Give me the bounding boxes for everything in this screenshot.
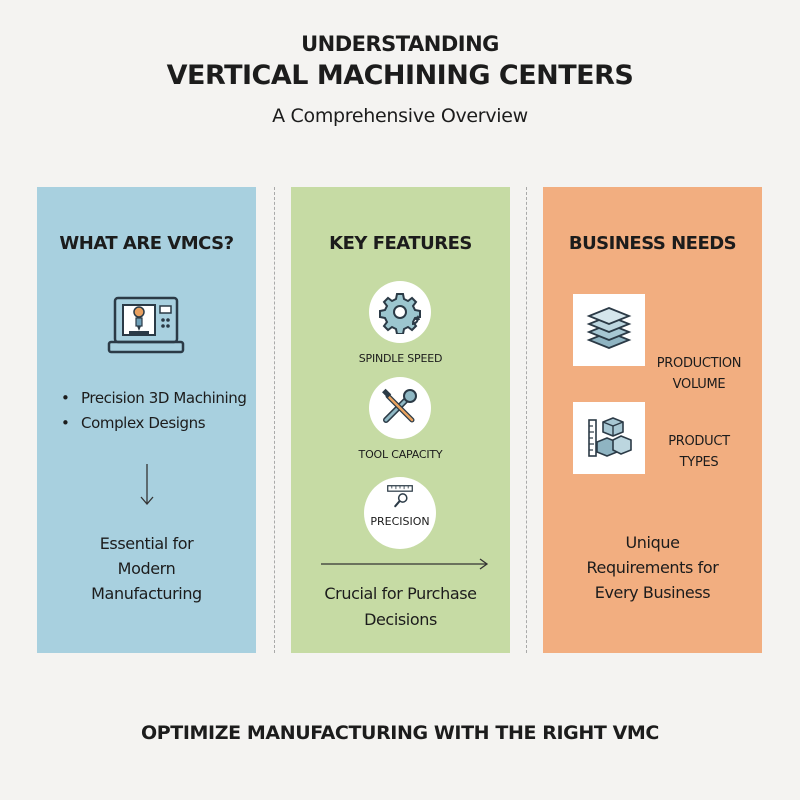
column-divider-1 <box>274 187 275 653</box>
layers-stack-icon <box>586 307 632 349</box>
feature-label: SPINDLE SPEED <box>358 352 443 365</box>
column-business-needs: BUSINESS NEEDS PRODUCTION VOLUME PRODUCT <box>543 187 762 653</box>
summary-line: Unique <box>625 533 680 552</box>
title-line-2: VERTICAL MACHINING CENTERS <box>166 60 634 91</box>
title-line-1: UNDERSTANDING <box>301 32 499 56</box>
feature-badge: PRECISION <box>364 477 436 549</box>
feature-badge <box>369 281 431 343</box>
need-label-line: PRODUCTION <box>656 356 742 371</box>
feature-label: PRECISION <box>370 515 430 528</box>
need-icon-box <box>573 402 645 474</box>
column-summary: Essential for Modern Manufacturing <box>37 531 256 606</box>
summary-line: Crucial for Purchase <box>324 584 477 603</box>
need-label-line: PRODUCT <box>668 434 730 449</box>
down-arrow-icon <box>140 464 154 505</box>
summary-line: Requirements for <box>586 558 719 577</box>
cubes-ruler-icon <box>588 417 632 457</box>
summary-line: Manufacturing <box>91 584 202 603</box>
column-what-are-vmcs: WHAT ARE VMCS? • Precision 3D Machining •… <box>37 187 256 653</box>
ruler-magnifier-icon <box>387 485 413 508</box>
summary-line: Decisions <box>364 610 437 629</box>
bullet-text: Complex Designs <box>81 414 206 432</box>
summary-line: Essential for <box>99 534 194 553</box>
column-title: KEY FEATURES <box>329 233 472 254</box>
column-divider-2 <box>526 187 527 653</box>
list-item: • Complex Designs <box>61 411 251 436</box>
right-arrow-icon <box>321 558 489 570</box>
summary-line: Every Business <box>594 583 711 602</box>
bullet-glyph: • <box>61 414 70 432</box>
need-label: PRODUCTION VOLUME <box>644 353 754 395</box>
column-title: BUSINESS NEEDS <box>568 233 737 254</box>
feature-label: TOOL CAPACITY <box>358 448 443 461</box>
list-item: • Precision 3D Machining <box>61 386 251 411</box>
column-summary: Unique Requirements for Every Business <box>543 530 762 605</box>
column-title: WHAT ARE VMCS? <box>59 233 234 254</box>
subtitle: A Comprehensive Overview <box>272 105 528 127</box>
need-label-line: VOLUME <box>672 377 726 392</box>
bullet-glyph: • <box>61 389 70 407</box>
wrench-screwdriver-icon <box>382 388 417 423</box>
vmc-bullet-list: • Precision 3D Machining • Complex Designs <box>61 386 251 436</box>
footer-tagline: OPTIMIZE MANUFACTURING WITH THE RIGHT VM… <box>141 722 659 744</box>
need-label-line: TYPES <box>679 455 719 470</box>
need-label: PRODUCT TYPES <box>644 431 754 473</box>
summary-line: Modern <box>117 559 176 578</box>
feature-badge <box>369 377 431 439</box>
need-icon-box <box>573 294 645 366</box>
bullet-text: Precision 3D Machining <box>81 389 247 407</box>
column-key-features: KEY FEATURES SPINDLE SPEED TOOL CAPACITY <box>291 187 510 653</box>
gear-icon <box>379 293 421 334</box>
column-summary: Crucial for Purchase Decisions <box>291 581 510 633</box>
cnc-machine-icon <box>107 296 185 354</box>
